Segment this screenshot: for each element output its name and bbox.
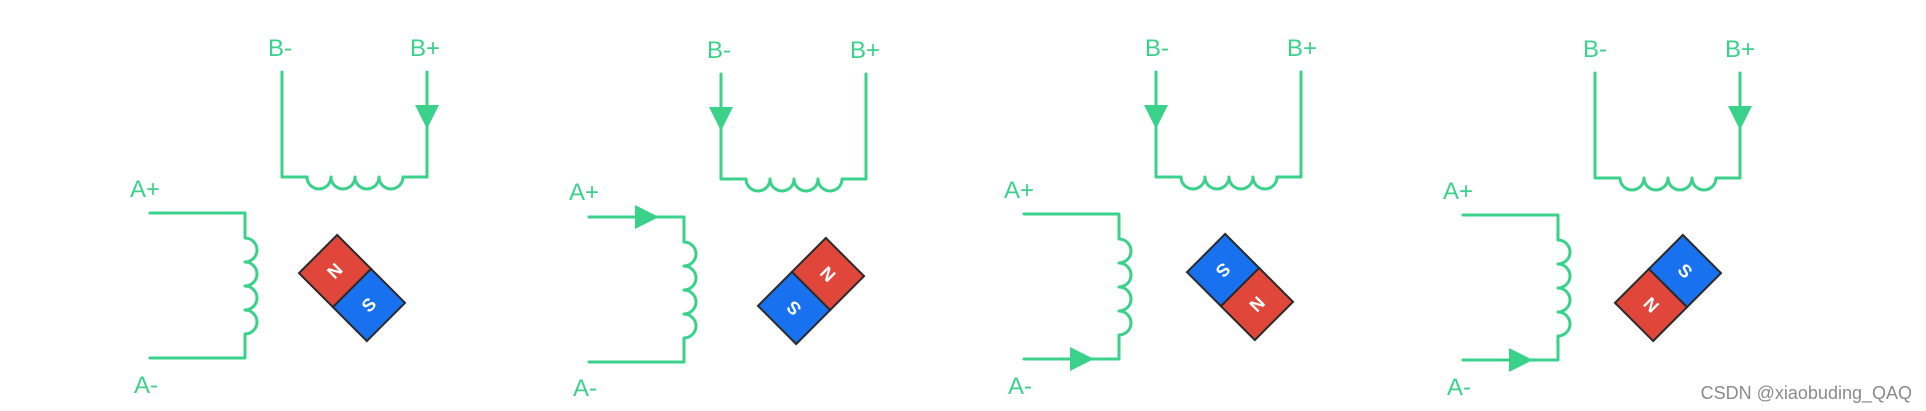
a-plus-label: A+ <box>569 179 599 206</box>
a-plus-label: A+ <box>130 176 160 203</box>
b-plus-label: B+ <box>850 37 880 64</box>
rotor-magnet: N S <box>297 233 407 343</box>
coil-a <box>1461 213 1572 362</box>
current-arrow-icon <box>635 205 659 229</box>
step-1: B- B+ A+ A- N S <box>130 35 440 399</box>
a-minus-label: A- <box>134 372 158 399</box>
current-arrow-icon <box>709 107 733 131</box>
current-arrow-icon <box>1144 105 1168 129</box>
coil-a <box>148 211 259 360</box>
coil-a <box>1022 212 1133 361</box>
magnet-south-pole <box>331 267 407 343</box>
b-minus-label: B- <box>1145 35 1169 62</box>
watermark: CSDN @xiaobuding_QAQ <box>1701 383 1912 404</box>
rotor-magnet: N S <box>1613 233 1723 343</box>
b-plus-label: B+ <box>1725 36 1755 63</box>
a-plus-label: A+ <box>1004 177 1034 204</box>
b-plus-label: B+ <box>1287 35 1317 62</box>
rotor-magnet: N S <box>756 236 866 346</box>
b-plus-label: B+ <box>410 35 440 62</box>
current-arrow-icon <box>1509 348 1533 372</box>
b-minus-label: B- <box>268 35 292 62</box>
current-arrow-icon <box>1070 347 1094 371</box>
b-minus-label: B- <box>707 37 731 64</box>
magnet-south-pole <box>1185 232 1261 308</box>
step-3: B- B+ A+ A- N S <box>1004 35 1317 400</box>
a-minus-label: A- <box>1447 374 1471 401</box>
current-arrow-icon <box>1728 106 1752 130</box>
current-arrow-icon <box>415 105 439 129</box>
coil-b <box>719 72 868 193</box>
magnet-south-pole <box>756 270 832 346</box>
b-minus-label: B- <box>1583 36 1607 63</box>
step-4: B- B+ A+ A- N S <box>1443 36 1755 401</box>
a-minus-label: A- <box>1008 373 1032 400</box>
coil-b <box>1593 71 1742 192</box>
coil-b <box>280 70 429 191</box>
rotor-magnet: N S <box>1185 232 1295 342</box>
coil-b <box>1154 70 1303 191</box>
magnet-south-pole <box>1647 233 1723 309</box>
coil-a <box>587 215 698 364</box>
a-plus-label: A+ <box>1443 178 1473 205</box>
step-2: B- B+ A+ A- N S <box>569 37 880 402</box>
a-minus-label: A- <box>573 375 597 402</box>
